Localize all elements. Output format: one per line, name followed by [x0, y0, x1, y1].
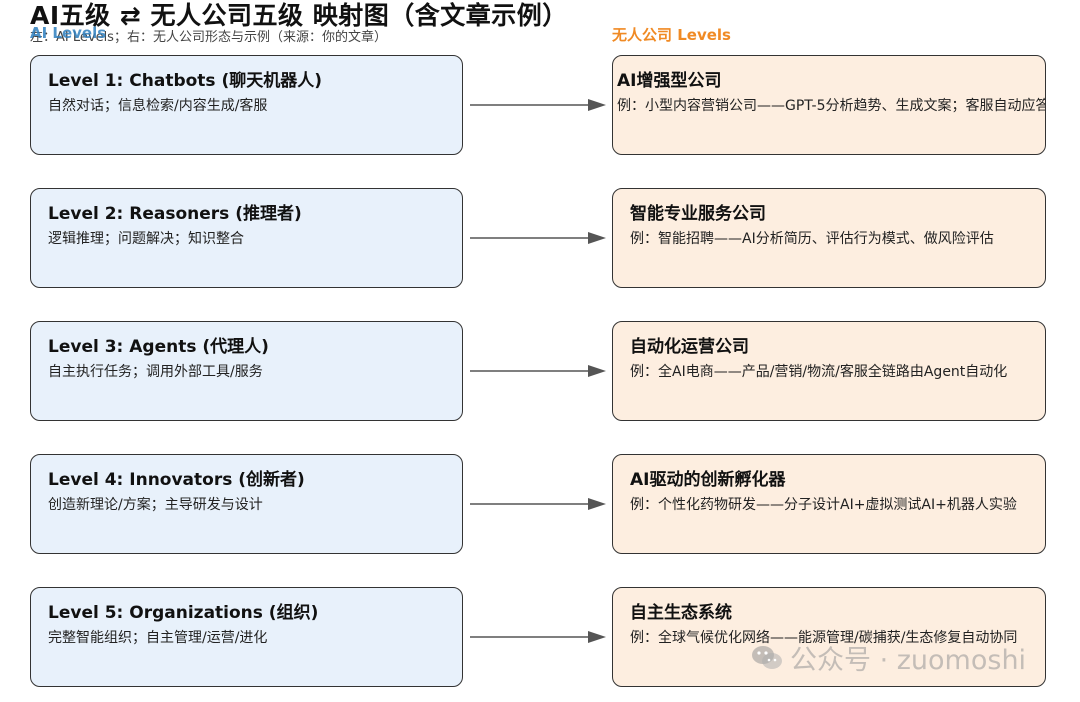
company-level-5-title: 自主生态系统 — [630, 603, 732, 623]
right-column-header: 无人公司 Levels — [612, 26, 731, 44]
diagram-title: AI五级 ⇄ 无人公司五级 映射图（含文章示例） — [30, 1, 568, 30]
ai-level-1-box: Level 1: Chatbots (聊天机器人) 自然对话；信息检索/内容生成… — [30, 55, 463, 155]
wechat-icon — [752, 645, 782, 669]
company-level-2-desc: 例：智能招聘——AI分析简历、评估行为模式、做风险评估 — [630, 231, 994, 247]
ai-level-4-box: Level 4: Innovators (创新者) 创造新理论/方案；主导研发与… — [30, 454, 463, 554]
company-level-3-desc: 例：全AI电商——产品/营销/物流/客服全链路由Agent自动化 — [630, 364, 1008, 380]
company-level-1-box: AI增强型公司 例：小型内容营销公司——GPT-5分析趋势、生成文案；客服自动应… — [612, 55, 1046, 155]
mapping-arrow-3 — [470, 365, 606, 377]
ai-level-3-desc: 自主执行任务；调用外部工具/服务 — [48, 364, 263, 380]
mapping-arrow-2 — [470, 232, 606, 244]
company-level-3-title: 自动化运营公司 — [630, 337, 749, 357]
company-level-4-title: AI驱动的创新孵化器 — [630, 470, 786, 490]
ai-level-2-box: Level 2: Reasoners (推理者) 逻辑推理；问题解决；知识整合 — [30, 188, 463, 288]
company-level-4-box: AI驱动的创新孵化器 例：个性化药物研发——分子设计AI+虚拟测试AI+机器人实… — [612, 454, 1046, 554]
ai-level-5-title: Level 5: Organizations (组织) — [48, 603, 319, 623]
company-level-2-box: 智能专业服务公司 例：智能招聘——AI分析简历、评估行为模式、做风险评估 — [612, 188, 1046, 288]
ai-level-4-title: Level 4: Innovators (创新者) — [48, 470, 305, 490]
ai-level-2-title: Level 2: Reasoners (推理者) — [48, 204, 302, 224]
ai-level-5-box: Level 5: Organizations (组织) 完整智能组织；自主管理/… — [30, 587, 463, 687]
watermark-text: 公众号 · zuomoshi — [790, 645, 1027, 676]
company-level-4-desc: 例：个性化药物研发——分子设计AI+虚拟测试AI+机器人实验 — [630, 497, 1017, 513]
company-level-3-box: 自动化运营公司 例：全AI电商——产品/营销/物流/客服全链路由Agent自动化 — [612, 321, 1046, 421]
ai-level-1-title: Level 1: Chatbots (聊天机器人) — [48, 71, 322, 91]
ai-level-1-desc: 自然对话；信息检索/内容生成/客服 — [48, 98, 268, 114]
left-column-header: AI Levels — [30, 24, 107, 42]
mapping-arrow-4 — [470, 498, 606, 510]
ai-level-3-box: Level 3: Agents (代理人) 自主执行任务；调用外部工具/服务 — [30, 321, 463, 421]
company-level-5-box: 自主生态系统 例：全球气候优化网络——能源管理/碳捕获/生态修复自动协同 — [612, 587, 1046, 687]
ai-level-4-desc: 创造新理论/方案；主导研发与设计 — [48, 497, 263, 513]
company-level-2-title: 智能专业服务公司 — [630, 204, 766, 224]
ai-level-5-desc: 完整智能组织；自主管理/运营/进化 — [48, 630, 268, 646]
mapping-arrow-1 — [470, 99, 606, 111]
diagram-subtitle: 左：AI Levels；右：无人公司形态与示例（来源：你的文章） — [30, 30, 387, 45]
company-level-1-title: AI增强型公司 — [617, 71, 722, 91]
ai-level-2-desc: 逻辑推理；问题解决；知识整合 — [48, 231, 244, 247]
mapping-arrow-5 — [470, 631, 606, 643]
watermark: 公众号 · zuomoshi — [750, 638, 1026, 677]
company-level-5-desc: 例：全球气候优化网络——能源管理/碳捕获/生态修复自动协同 — [630, 630, 1018, 646]
ai-level-3-title: Level 3: Agents (代理人) — [48, 337, 269, 357]
company-level-1-desc: 例：小型内容营销公司——GPT-5分析趋势、生成文案；客服自动应答 — [617, 98, 1046, 114]
